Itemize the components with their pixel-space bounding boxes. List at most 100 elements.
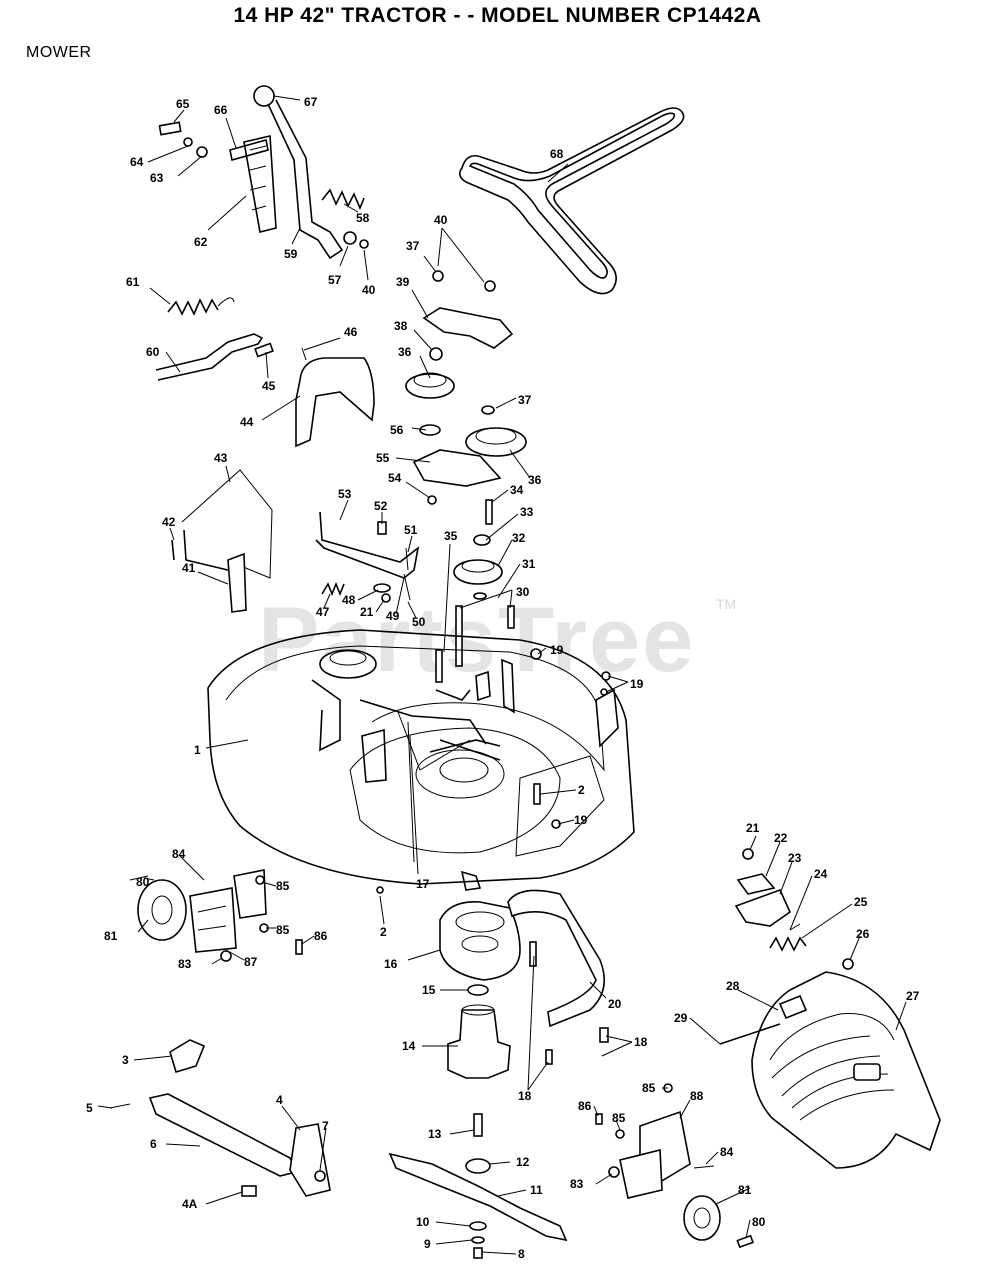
front-link-assembly[interactable] [109, 1039, 331, 1197]
part-7-nut [314, 1170, 326, 1182]
callout-80-b: 80 [752, 1215, 766, 1229]
part-21-26-right-assembly[interactable] [734, 848, 854, 970]
callout-61: 61 [126, 275, 140, 289]
callout-85-a: 85 [276, 879, 290, 893]
part-15-washer [467, 984, 489, 996]
callout-25: 25 [854, 895, 868, 909]
callout-58: 58 [356, 211, 370, 225]
callout-33: 33 [520, 505, 534, 519]
part-45-pin [254, 342, 274, 358]
callout-46: 46 [344, 325, 358, 339]
part-85-nut-a [255, 875, 265, 885]
callout-85-c: 85 [642, 1081, 656, 1095]
callout-81-b: 81 [738, 1183, 752, 1197]
callout-15: 15 [422, 983, 436, 997]
section-label: MOWER [26, 44, 92, 61]
callout-85-d: 85 [612, 1111, 626, 1125]
callout-34: 34 [510, 483, 524, 497]
callout-48: 48 [342, 593, 356, 607]
part-28-hinge [778, 994, 808, 1020]
part-38-nut [429, 347, 443, 361]
callout-27: 27 [906, 989, 920, 1003]
callout-39: 39 [396, 275, 410, 289]
part-20-baffle[interactable] [507, 889, 606, 1028]
left-wheel-assembly[interactable] [129, 869, 303, 962]
part-58-spring [321, 188, 365, 211]
part-27-discharge-chute[interactable] [719, 971, 941, 1169]
part-86-bolt [295, 939, 303, 955]
part-50-rod[interactable] [403, 573, 411, 601]
part-59-lift-handle [267, 99, 344, 260]
right-wheel-assembly[interactable] [595, 1083, 754, 1249]
part-9-lockwasher [471, 1236, 485, 1244]
part-47-spring[interactable] [321, 581, 345, 597]
part-25-spring [769, 936, 807, 952]
part-14-spindle [447, 1009, 511, 1079]
part-16-housing[interactable] [439, 901, 521, 981]
part-37-washer [432, 270, 444, 282]
part-18-bolt-c [599, 1027, 609, 1043]
callout-40-a: 40 [362, 283, 376, 297]
callout-21-b: 21 [746, 821, 760, 835]
callout-14: 14 [402, 1039, 416, 1053]
callout-22: 22 [774, 831, 788, 845]
callout-35: 35 [444, 529, 458, 543]
callout-87: 87 [244, 955, 258, 969]
callout-50: 50 [412, 615, 426, 629]
part-44-bracket[interactable] [295, 357, 375, 448]
callout-5: 5 [86, 1101, 93, 1115]
callout-64: 64 [130, 155, 144, 169]
callout-83-b: 83 [570, 1177, 584, 1191]
part-34-bolt [485, 499, 493, 525]
part-6-link [148, 1093, 298, 1177]
callout-36-b: 36 [528, 473, 542, 487]
callout-4a: 4A [182, 1197, 198, 1211]
callout-40-b: 40 [434, 213, 448, 227]
deck-pulley [319, 649, 377, 679]
callout-83-a: 83 [178, 957, 192, 971]
part-61-spring[interactable] [167, 297, 235, 316]
part-86-bolt-b [595, 1113, 603, 1125]
callout-53: 53 [338, 487, 352, 501]
callout-66: 66 [214, 103, 228, 117]
part-29-rod [719, 1023, 781, 1045]
callout-54: 54 [388, 471, 402, 485]
part-40-locknut [359, 239, 369, 249]
part-60-lift-link[interactable] [155, 333, 307, 381]
part-87-bracket [189, 887, 237, 953]
part-12-adapter [465, 1158, 491, 1174]
callout-86-b: 86 [578, 1099, 592, 1113]
part-85-nut-d [615, 1129, 625, 1139]
callout-30: 30 [516, 585, 530, 599]
part-53-lever[interactable] [315, 511, 420, 579]
callout-41: 41 [182, 561, 196, 575]
callout-24: 24 [814, 867, 828, 881]
part-66-plate [229, 138, 269, 162]
lift-handle-assembly[interactable] [158, 85, 369, 260]
callout-19-a: 19 [550, 643, 564, 657]
part-55-idler-bracket [412, 449, 502, 487]
callout-18-b: 18 [518, 1089, 532, 1103]
part-81-wheel-left [137, 879, 187, 941]
callout-44: 44 [240, 415, 254, 429]
callout-4: 4 [276, 1093, 283, 1107]
callout-31: 31 [522, 557, 536, 571]
part-41-43-linkage[interactable] [171, 469, 273, 613]
part-18-bolt-a [529, 941, 537, 967]
callout-49: 49 [386, 609, 400, 623]
callout-51: 51 [404, 523, 418, 537]
callout-38: 38 [394, 319, 408, 333]
callout-81-a: 81 [104, 929, 118, 943]
callout-36-a: 36 [398, 345, 412, 359]
idler-bracket-upper[interactable] [405, 270, 527, 505]
part-80-bolt [129, 875, 149, 881]
watermark-trademark: TM [716, 596, 737, 612]
callout-85-b: 85 [276, 923, 290, 937]
part-31-spacer [473, 592, 487, 600]
part-1-mower-deck[interactable] [207, 629, 635, 891]
part-51-spring[interactable] [405, 547, 409, 571]
part-83-washer [220, 950, 232, 962]
callout-63: 63 [150, 171, 164, 185]
callout-9: 9 [424, 1237, 431, 1251]
part-68-drive-belt[interactable] [458, 107, 685, 295]
